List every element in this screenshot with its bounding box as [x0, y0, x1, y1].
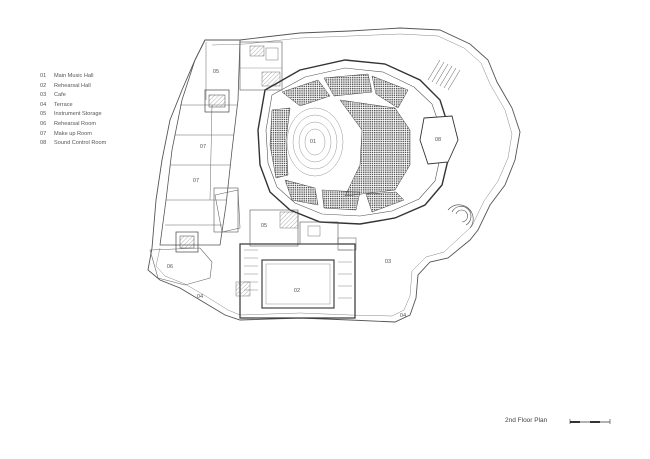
rehearsal-hall-room	[261, 259, 335, 309]
legend-number: 01	[40, 73, 47, 79]
label-makeup-room-a: 07	[200, 144, 206, 150]
legend: 01 Main Music Hall 02 Rehearsal Hall 03 Caf…	[40, 72, 106, 149]
legend-label: Instrument Storage	[54, 111, 102, 118]
seating-block-right	[339, 99, 411, 197]
seating-block-upper-left	[281, 79, 331, 107]
label-cafe: 03	[385, 259, 391, 265]
legend-number: 03	[40, 92, 47, 99]
label-makeup-room-b: 07	[193, 178, 199, 184]
seating-block-upper-right	[371, 75, 409, 109]
seating-block-lower-left	[284, 179, 319, 206]
main-hall-inner	[265, 67, 441, 217]
seating-block-left	[269, 107, 291, 179]
legend-item: 06 Rehearsal Room	[40, 120, 106, 130]
legend-item: 02 Rehearsal Hall	[40, 82, 106, 92]
legend-number: 02	[40, 82, 47, 89]
legend-label: Make up Room	[54, 130, 92, 137]
stage-ring-4	[304, 128, 326, 156]
spiral-stair	[447, 204, 474, 229]
legend-label: Sound Control Room	[54, 140, 107, 147]
stage-ring-1	[286, 107, 344, 177]
legend-number: 05	[40, 111, 47, 118]
label-rehearsal-hall: 02	[294, 288, 300, 294]
label-rehearsal-room: 06	[167, 264, 173, 270]
stair-bands	[427, 59, 461, 91]
label-sound-control-room: 08	[435, 137, 441, 143]
left-wing	[159, 39, 241, 246]
legend-number: 07	[40, 130, 47, 137]
legend-label: Cafe	[54, 92, 66, 99]
legend-number: 04	[40, 101, 47, 108]
seating-block-lower-right	[365, 191, 405, 213]
label-instrument-storage-mid: 05	[261, 223, 267, 229]
legend-label: Main Music Hall	[54, 73, 94, 79]
stage-ring-3	[298, 121, 332, 163]
legend-item: 08 Sound Control Room	[40, 139, 106, 149]
legend-item: 04 Terrace	[40, 101, 106, 111]
building-outline-inner	[155, 33, 513, 317]
legend-number: 06	[40, 120, 47, 127]
label-terrace-right: 04	[400, 313, 406, 319]
stage-ring-2	[292, 114, 338, 170]
rehearsal-hall-block	[239, 243, 356, 319]
legend-item: 03 Cafe	[40, 91, 106, 101]
seating-block-upper-center	[323, 73, 373, 97]
legend-label: Terrace	[54, 101, 73, 108]
legend-item: 05 Instrument Storage	[40, 110, 106, 120]
legend-number: 08	[40, 140, 47, 147]
label-instrument-storage-top: 05	[213, 69, 219, 75]
label-terrace-left: 04	[197, 294, 203, 300]
legend-item: 01 Main Music Hall	[40, 72, 106, 82]
label-main-music-hall: 01	[310, 139, 316, 145]
legend-label: Rehearsal Hall	[54, 82, 91, 89]
legend-item: 07 Make up Room	[40, 130, 106, 140]
sound-control-pod	[419, 115, 459, 165]
legend-label: Rehearsal Room	[54, 120, 96, 127]
seating-block-lower-center	[321, 189, 361, 211]
building-outline	[147, 27, 521, 323]
plan-title: 2nd Floor Plan	[505, 417, 548, 424]
scale-bar	[569, 419, 611, 424]
main-hall-outer	[257, 59, 449, 225]
